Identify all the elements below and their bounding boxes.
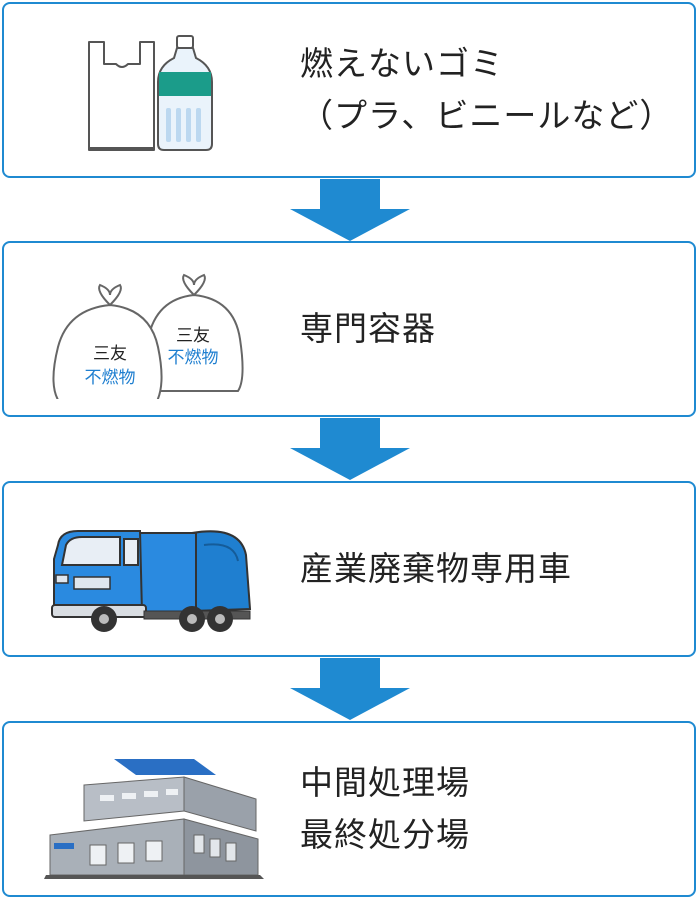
flow-step-treatment-facility: 中間処理場 最終処分場	[2, 721, 696, 897]
step-label: 産業廃棄物専用車	[300, 483, 572, 655]
step-label: 中間処理場 最終処分場	[300, 723, 470, 895]
step-label-line: （プラ、ビニールなど）	[300, 96, 674, 135]
factory-building-icon	[44, 759, 264, 879]
step-label-line: 最終処分場	[300, 815, 470, 854]
bag-label-bottom: 不燃物	[168, 348, 219, 368]
step-label: 専門容器	[300, 243, 436, 415]
garbage-truck-icon	[51, 530, 252, 632]
bag-label-bottom: 不燃物	[85, 368, 136, 388]
garbage-bags-icon: 三友 不燃物 三友 不燃物	[52, 273, 244, 399]
step-label: 燃えないゴミ （プラ、ビニールなど）	[300, 4, 673, 176]
bag-label-top: 三友	[93, 344, 127, 364]
down-arrow-icon	[290, 418, 410, 480]
flow-step-dedicated-container: 三友 不燃物 三友 不燃物 専門容器	[2, 241, 696, 417]
flow-step-industrial-waste-truck: 産業廃棄物専用車	[2, 481, 696, 657]
flow-step-non-burnable-waste: 燃えないゴミ （プラ、ビニールなど）	[2, 2, 696, 178]
step-label-line: 中間処理場	[300, 763, 470, 802]
down-arrow-icon	[290, 658, 410, 720]
step-label-line: 産業廃棄物専用車	[300, 549, 572, 588]
bag-and-bottle-icon	[88, 35, 213, 151]
bag-label-top: 三友	[176, 326, 210, 346]
down-arrow-icon	[290, 179, 410, 241]
step-label-line: 専門容器	[300, 309, 436, 348]
step-label-line: 燃えないゴミ	[300, 44, 504, 83]
